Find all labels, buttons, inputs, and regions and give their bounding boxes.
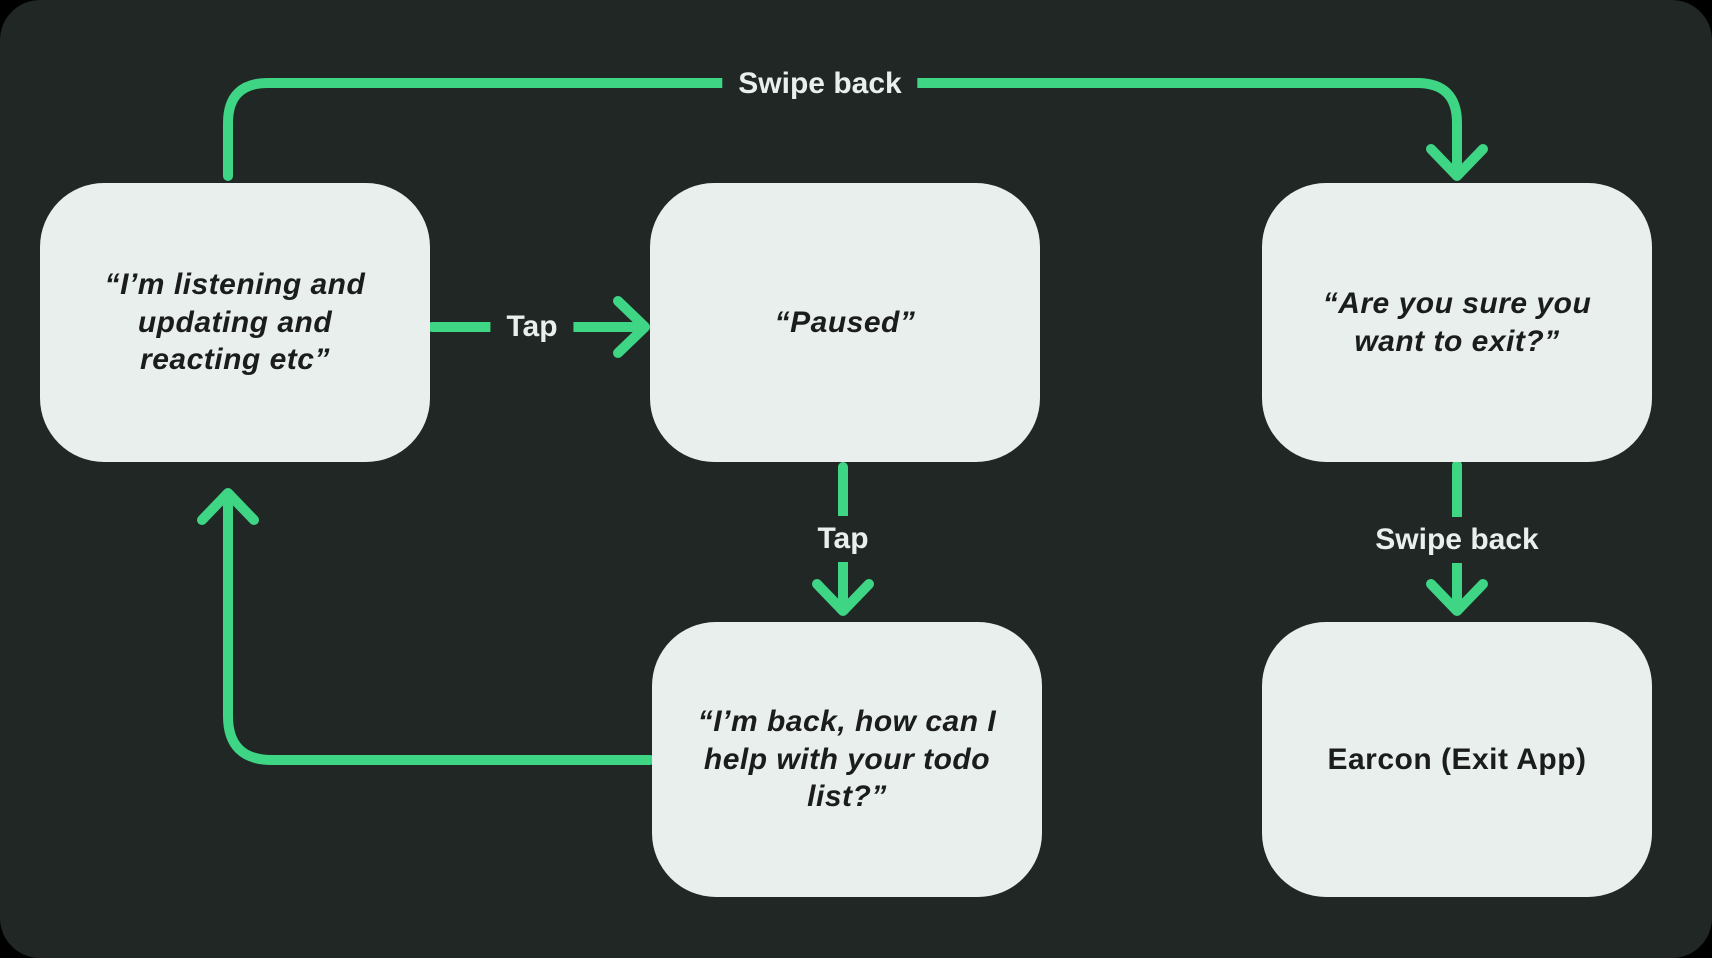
node-exit-confirm: “Are you sure you want to exit?”	[1262, 183, 1652, 462]
edge-loop-back-arrowhead	[197, 488, 259, 525]
node-paused: “Paused”	[650, 183, 1040, 462]
edge-tap-right-arrowhead	[613, 296, 650, 358]
node-im-back: “I’m back, how can I help with your todo…	[652, 622, 1042, 897]
edge-label-tap-right: Tap	[490, 304, 574, 350]
edge-label-swipe-back-top: Swipe back	[722, 61, 918, 107]
edge-label-tap-down: Tap	[801, 516, 885, 562]
node-earcon-exit: Earcon (Exit App)	[1262, 622, 1652, 897]
node-im-back-text: “I’m back, how can I help with your todo…	[697, 705, 997, 814]
node-listening-text: “I’m listening and updating and reacting…	[104, 268, 366, 377]
node-paused-text: “Paused”	[774, 305, 916, 339]
edge-loop-back-line	[223, 489, 655, 765]
edge-loop-back	[197, 488, 655, 765]
node-earcon-exit-text: Earcon (Exit App)	[1327, 742, 1587, 776]
node-listening: “I’m listening and updating and reacting…	[40, 183, 430, 462]
edge-swipe-back-top-arrowhead	[1426, 144, 1488, 181]
edge-tap-down-arrowhead	[812, 579, 874, 616]
edge-swipe-back-down-arrowhead	[1426, 579, 1488, 616]
edge-label-swipe-back-down: Swipe back	[1359, 517, 1555, 563]
node-exit-confirm-text: “Are you sure you want to exit?”	[1322, 287, 1592, 358]
